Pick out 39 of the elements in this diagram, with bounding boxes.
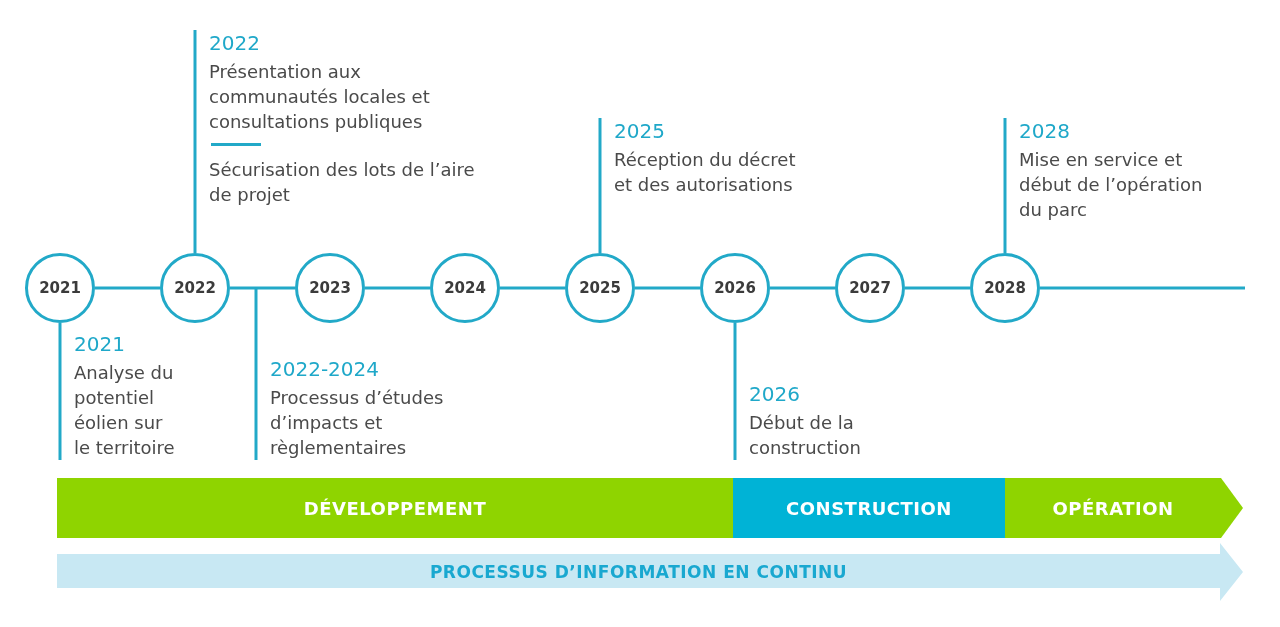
year-circle: 2023 <box>295 253 365 323</box>
event-description: Réception du décret et des autorisations <box>614 148 797 197</box>
phase-bar: DÉVELOPPEMENT <box>57 478 733 538</box>
year-label: 2021 <box>74 331 125 357</box>
phase-bar: OPÉRATION <box>1005 478 1243 538</box>
leader-line <box>254 289 258 460</box>
leader-line <box>598 118 602 253</box>
timeline-line <box>1040 286 1245 290</box>
leader-line <box>1003 118 1007 253</box>
timeline-line <box>230 286 295 290</box>
year-circle: 2024 <box>430 253 500 323</box>
year-circle: 2021 <box>25 253 95 323</box>
year-circle: 2026 <box>700 253 770 323</box>
year-label: 2025 <box>614 118 665 144</box>
leader-line <box>58 323 62 460</box>
year-circle: 2022 <box>160 253 230 323</box>
timeline-line <box>365 286 430 290</box>
event-description: Processus d’études d’impacts et règlementaires <box>270 386 445 460</box>
process-banner: PROCESSUS D’INFORMATION EN CONTINU <box>57 543 1243 601</box>
phase-bar: CONSTRUCTION <box>733 478 1005 538</box>
year-label: 2026 <box>749 381 800 407</box>
year-label: 2022-2024 <box>270 356 379 382</box>
year-circle: 2027 <box>835 253 905 323</box>
event-description: Analyse du potentiel éolien sur le territoire <box>74 361 176 460</box>
year-label: 2022 <box>209 30 260 56</box>
event-description: Sécurisation des lots de l’aire de projet <box>209 158 475 207</box>
leader-line <box>193 30 197 253</box>
event-description: Présentation aux communautés locales et consultations publiques <box>209 60 431 134</box>
timeline-line <box>95 286 160 290</box>
year-circle: 2028 <box>970 253 1040 323</box>
leader-line <box>733 323 737 460</box>
timeline-line <box>500 286 565 290</box>
event-description: Début de la construction <box>749 411 862 460</box>
event-description: Mise en service et début de l’opération du parc <box>1019 148 1204 222</box>
timeline-line <box>905 286 970 290</box>
year-label: 2028 <box>1019 118 1070 144</box>
timeline-line <box>770 286 835 290</box>
timeline-line <box>635 286 700 290</box>
year-circle: 2025 <box>565 253 635 323</box>
